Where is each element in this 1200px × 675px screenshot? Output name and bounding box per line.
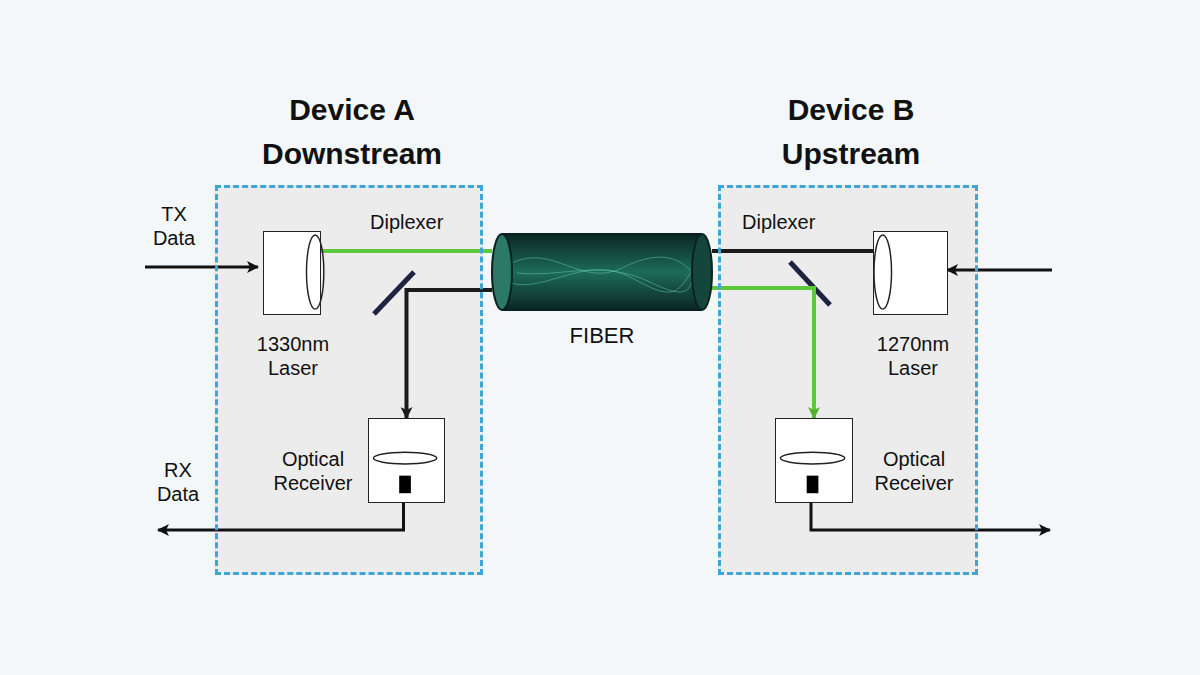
device-heading: Device B Upstream (736, 88, 966, 176)
receiver-box-shape (776, 419, 852, 502)
fiber-end (492, 234, 512, 310)
laser-box: 1330nm Laser (263, 231, 321, 315)
fiber-end (692, 234, 712, 310)
fiber-cable-shape (492, 233, 712, 311)
laser-lens (874, 235, 892, 309)
laser-lens (306, 235, 323, 309)
device-heading: Device A Downstream (232, 88, 472, 176)
laser-box-shape (264, 232, 320, 314)
fiber-edge (502, 309, 702, 311)
signal-label: TX Data (142, 202, 206, 250)
optical-path (321, 249, 492, 253)
output-arrow (811, 500, 1050, 530)
fiber-body (502, 234, 702, 310)
device-ground (718, 185, 978, 575)
fiber-cable: FIBER (492, 233, 712, 311)
laser-label: 1270nm Laser (868, 332, 958, 380)
signal-label: RX Data (146, 458, 210, 506)
receiver-label: Optical Receiver (862, 447, 966, 495)
receiver-label: Optical Receiver (262, 447, 364, 495)
tx-arrow (145, 266, 258, 269)
receiver-lens (373, 452, 436, 464)
diplexer-label: Diplexer (370, 210, 470, 234)
fiber-edge (502, 233, 702, 235)
receiver-box: Optical Receiver (775, 418, 853, 503)
diplexer-label: Diplexer (742, 210, 842, 234)
laser-box-shape (874, 232, 947, 314)
optical-path (407, 290, 493, 418)
laser-label: 1330nm Laser (248, 332, 338, 380)
input-arrow (947, 269, 1052, 272)
photodiode (807, 476, 819, 494)
photodiode (399, 476, 411, 494)
optical-path (712, 249, 873, 253)
receiver-box: Optical Receiver (368, 418, 445, 503)
device-box: Device B Upstream1270nm LaserOptical Rec… (718, 185, 978, 575)
device-box: Device A Downstream1330nm LaserOptical R… (215, 185, 483, 575)
receiver-box-shape (369, 419, 444, 502)
receiver-lens (780, 452, 844, 464)
laser-box: 1270nm Laser (873, 231, 948, 315)
fiber-strands (510, 257, 697, 292)
optical-path (712, 288, 814, 418)
diplexer-mirror (790, 262, 830, 305)
fiber-label: FIBER (492, 323, 712, 349)
device-ground (215, 185, 483, 575)
